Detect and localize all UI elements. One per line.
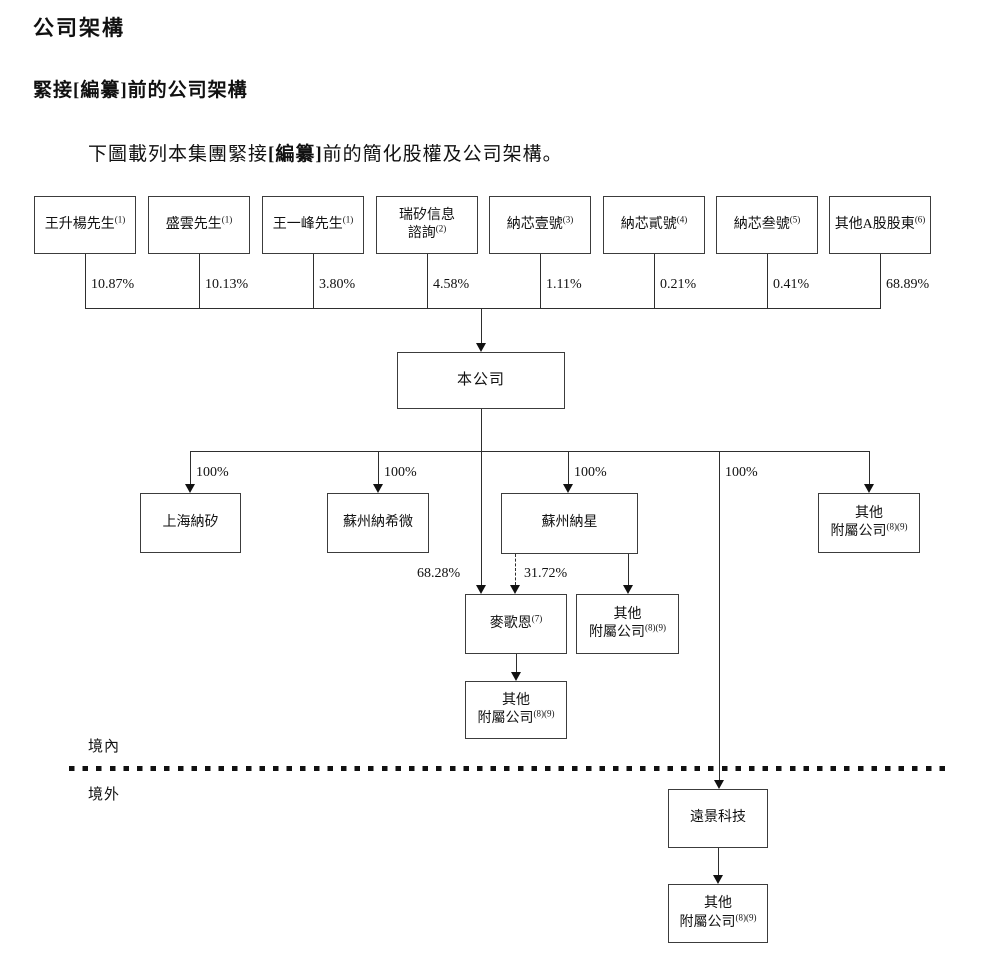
node-shareholder-sheng-yun: 盛雲先生(1) — [148, 196, 250, 254]
edge-to-suzhou-naxiwei — [378, 451, 379, 484]
pct-shanghai-naxi: 100% — [196, 465, 229, 480]
pct-naxing-to-magnsemi: 31.72% — [524, 566, 568, 581]
node-label: 其他 — [855, 505, 883, 521]
node-label: 本公司 — [456, 371, 505, 388]
edge-shareholder-2 — [199, 254, 200, 308]
label-domestic: 境內 — [88, 739, 121, 755]
domestic-overseas-boundary — [69, 766, 952, 771]
pct-other-a-share: 68.89% — [886, 277, 930, 292]
node-label: 附屬公司(8)(9) — [830, 521, 908, 539]
pct-suzhou-naxing: 100% — [574, 465, 607, 480]
node-label: 附屬公司(8)(9) — [589, 622, 666, 640]
arrowhead-other-subsidiaries — [864, 484, 874, 493]
node-suzhou-naxiwei: 蘇州納希微 — [327, 493, 429, 553]
pct-envision: 100% — [725, 465, 758, 480]
node-label: 瑞矽信息 — [399, 207, 455, 223]
arrowhead-company — [476, 343, 486, 352]
arrowhead-magnsemi-direct — [476, 585, 486, 594]
node-envision-tech: 遠景科技 — [668, 789, 768, 848]
edge-shareholder-8 — [880, 254, 881, 308]
label-overseas: 境外 — [88, 787, 121, 803]
node-other-subsidiaries-naxing: 其他 附屬公司(8)(9) — [576, 594, 679, 654]
node-other-subsidiaries-magnsemi: 其他 附屬公司(8)(9) — [465, 681, 567, 739]
edge-shareholder-bus — [85, 308, 881, 309]
node-label: 麥歌恩(7) — [489, 613, 543, 631]
pct-wang-shengyang: 10.87% — [91, 277, 135, 292]
pct-ruixi-info: 4.58% — [433, 277, 470, 292]
arrowhead-suzhou-naxing — [563, 484, 573, 493]
intro-text-bracket: [編纂] — [268, 144, 323, 165]
arrowhead-suzhou-naxiwei — [373, 484, 383, 493]
edge-shareholder-1 — [85, 254, 86, 308]
edge-to-suzhou-naxing — [568, 451, 569, 484]
node-label: 納芯叁號(5) — [733, 214, 801, 232]
node-label: 其他 — [502, 692, 530, 708]
node-suzhou-naxing: 蘇州納星 — [501, 493, 638, 554]
arrowhead-envision — [714, 780, 724, 789]
node-shareholder-wang-yifeng: 王一峰先生(1) — [262, 196, 364, 254]
node-label: 遠景科技 — [690, 810, 746, 826]
node-label: 盛雲先生(1) — [165, 214, 233, 232]
pct-naxin-no1: 1.11% — [546, 277, 582, 292]
node-shareholder-naxin-no1: 納芯壹號(3) — [489, 196, 591, 254]
edge-to-shanghai-naxi — [190, 451, 191, 484]
node-shareholder-wang-shengyang: 王升楊先生(1) — [34, 196, 136, 254]
node-shareholder-ruixi-info: 瑞矽信息 諮詢(2) — [376, 196, 478, 254]
node-label: 納芯壹號(3) — [506, 214, 574, 232]
node-label: 王一峰先生(1) — [272, 214, 354, 232]
node-company: 本公司 — [397, 352, 565, 409]
arrowhead-magnsemi-dashed — [510, 585, 520, 594]
node-label: 納芯貳號(4) — [620, 214, 688, 232]
edge-subsidiary-branch — [190, 451, 870, 452]
edge-shareholder-4 — [427, 254, 428, 308]
node-shanghai-naxi: 上海納矽 — [140, 493, 241, 553]
node-label: 其他A股股東(6) — [834, 214, 926, 232]
node-label: 王升楊先生(1) — [44, 214, 126, 232]
node-label: 諮詢(2) — [407, 223, 447, 241]
edge-shareholder-7 — [767, 254, 768, 308]
edge-to-other-subsidiaries — [869, 451, 870, 484]
edge-shareholder-5 — [540, 254, 541, 308]
node-label: 其他 — [704, 896, 732, 912]
edge-bus-to-company — [481, 308, 482, 344]
node-label: 蘇州納星 — [541, 515, 598, 531]
node-magnsemi: 麥歌恩(7) — [465, 594, 567, 654]
arrowhead-naxing-other-sub — [623, 585, 633, 594]
node-label: 蘇州納希微 — [343, 514, 413, 530]
arrowhead-shanghai-naxi — [185, 484, 195, 493]
section-heading: 緊接[編纂]前的公司架構 — [33, 80, 248, 101]
pct-suzhou-naxiwei: 100% — [384, 465, 417, 480]
pct-naxin-no3: 0.41% — [773, 277, 810, 292]
page-title: 公司架構 — [33, 16, 125, 40]
intro-paragraph: 下圖載列本集團緊接[編纂]前的簡化股權及公司架構。 — [88, 139, 563, 166]
pct-company-to-magnsemi: 68.28% — [417, 566, 461, 581]
node-label: 附屬公司(8)(9) — [679, 911, 757, 930]
pct-sheng-yun: 10.13% — [205, 277, 249, 292]
edge-company-to-magnsemi — [481, 409, 482, 585]
node-shareholder-other-a-share: 其他A股股東(6) — [829, 196, 931, 254]
intro-text-suffix: 前的簡化股權及公司架構。 — [322, 144, 563, 165]
arrowhead-envision-other-sub — [713, 875, 723, 884]
node-label: 附屬公司(8)(9) — [477, 708, 555, 726]
edge-naxing-to-other-sub — [628, 554, 629, 585]
pct-wang-yifeng: 3.80% — [319, 277, 356, 292]
arrowhead-magnsemi-other-sub — [511, 672, 521, 681]
pct-naxin-no2: 0.21% — [660, 277, 697, 292]
edge-envision-to-other-sub — [718, 848, 719, 876]
node-shareholder-naxin-no2: 納芯貳號(4) — [603, 196, 705, 254]
edge-shareholder-6 — [654, 254, 655, 308]
node-other-subsidiaries-group: 其他 附屬公司(8)(9) — [818, 493, 920, 553]
edge-magnsemi-to-other-sub — [516, 654, 517, 673]
edge-to-envision — [719, 451, 720, 781]
intro-text-prefix: 下圖載列本集團緊接 — [88, 144, 269, 165]
node-shareholder-naxin-no3: 納芯叁號(5) — [716, 196, 818, 254]
node-other-subsidiaries-envision: 其他 附屬公司(8)(9) — [668, 884, 768, 943]
node-label: 其他 — [613, 606, 642, 622]
edge-shareholder-3 — [313, 254, 314, 308]
node-label: 上海納矽 — [162, 514, 219, 530]
edge-naxing-to-magnsemi-dashed — [515, 554, 516, 585]
